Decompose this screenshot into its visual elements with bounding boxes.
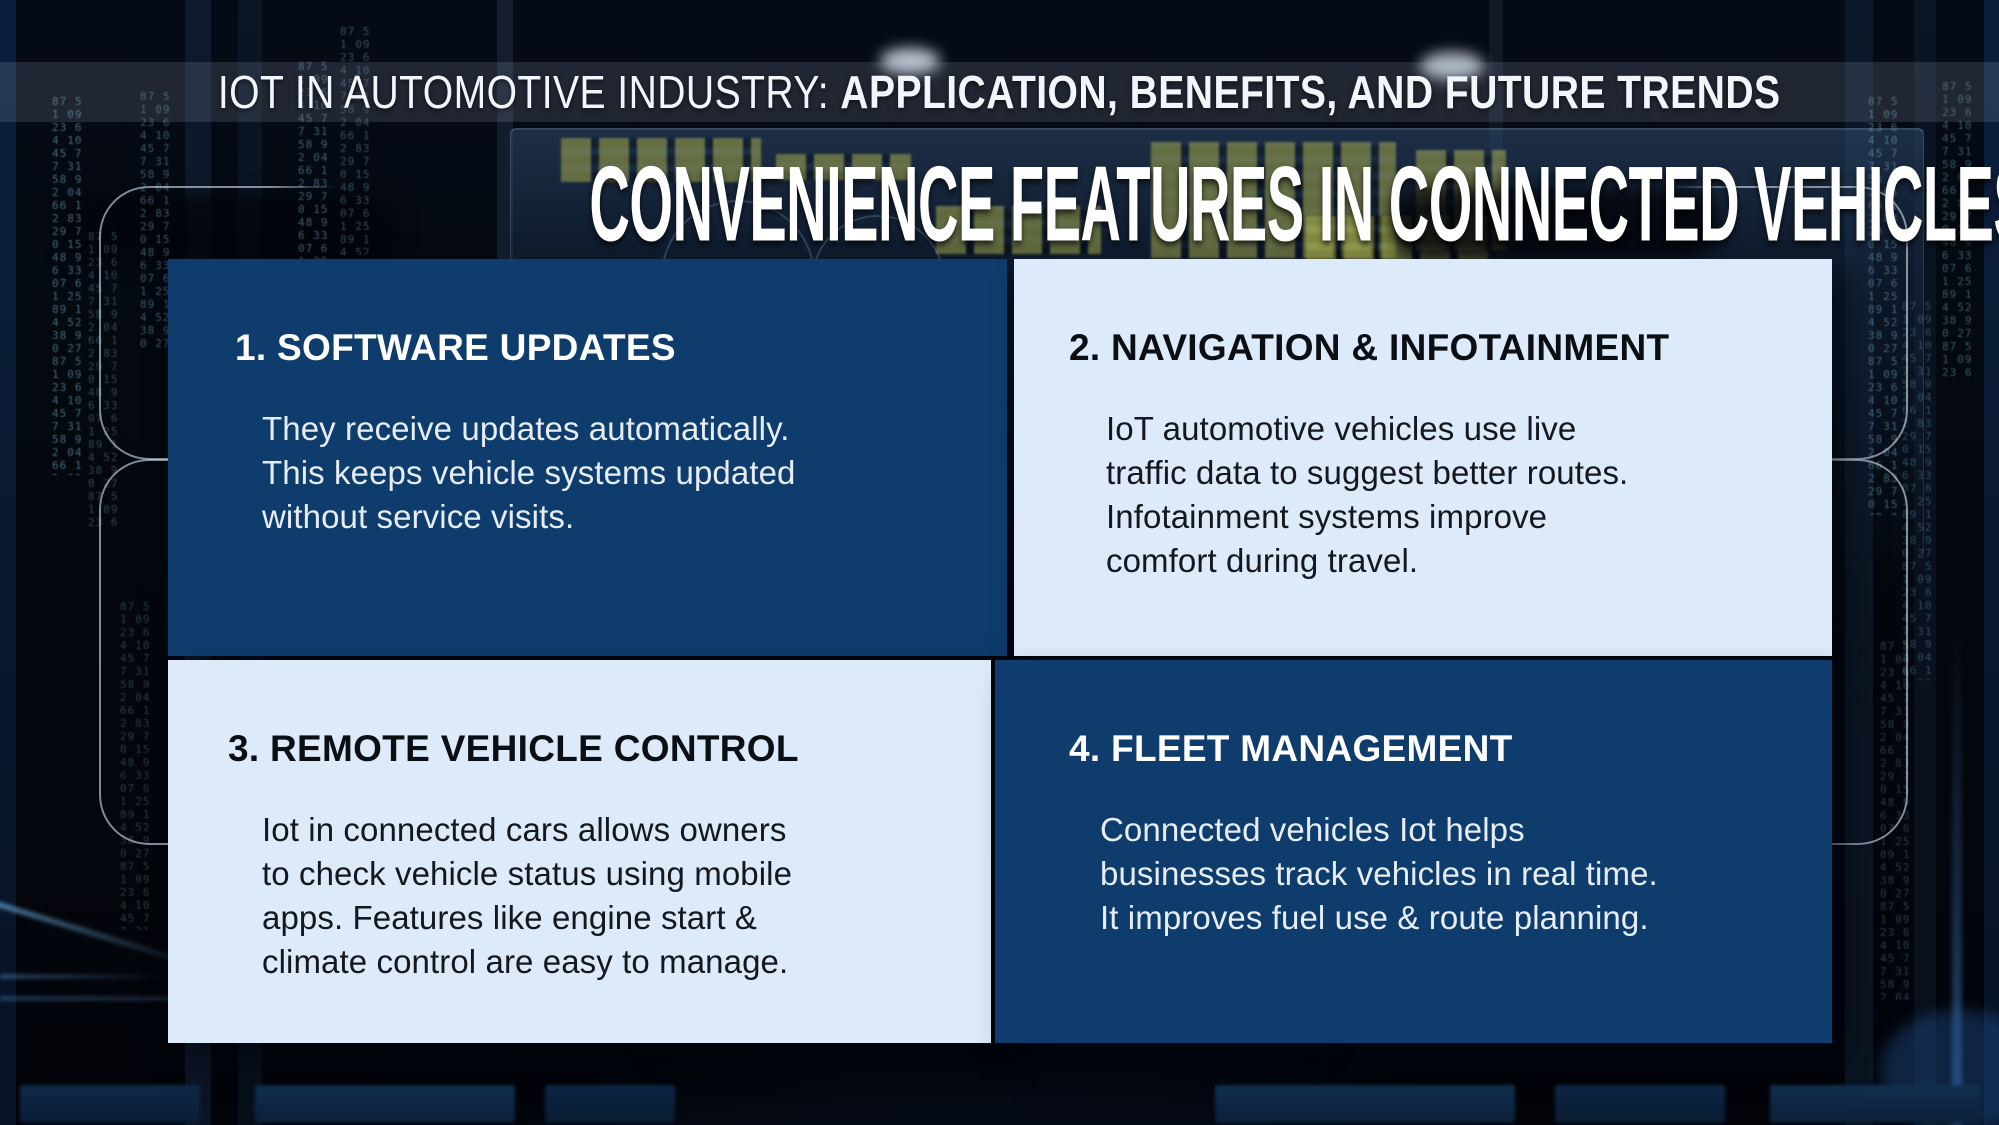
top-bar-title-prefix: IOT IN AUTOMOTIVE INDUSTRY:: [218, 66, 841, 118]
light-streak: [1952, 620, 1962, 1125]
top-bar: IOT IN AUTOMOTIVE INDUSTRY: APPLICATION,…: [0, 62, 1999, 122]
bottom-shape: [1770, 1085, 1980, 1123]
page-title-text: CONVENIENCE FEATURES IN CONNECTED VEHICL…: [589, 143, 1999, 264]
card-heading: 1. SOFTWARE UPDATES: [235, 327, 676, 368]
bottom-shape: [1555, 1085, 1725, 1123]
light-streak: [0, 897, 196, 968]
light-streak: [0, 975, 170, 978]
bottom-shape: [20, 1085, 200, 1123]
card-body: Iot in connected cars allows owners to c…: [262, 811, 793, 980]
bottom-shape: [255, 1085, 515, 1123]
top-bar-title: IOT IN AUTOMOTIVE INDUSTRY: APPLICATION,…: [218, 65, 1781, 119]
corner-glow: [1880, 1010, 1999, 1125]
card-body: They receive updates automatically. This…: [262, 410, 796, 535]
bottom-shape: [1215, 1085, 1515, 1123]
card-fleet-management: 4. FLEET MANAGEMENT Connected vehicles I…: [995, 660, 1832, 1043]
card-heading: 2. NAVIGATION & INFOTAINMENT: [1069, 327, 1670, 368]
card-heading: 4. FLEET MANAGEMENT: [1069, 728, 1513, 769]
top-bar-title-emphasis: APPLICATION, BENEFITS, AND FUTURE TRENDS: [840, 66, 1781, 118]
card-remote-vehicle-control: 3. REMOTE VEHICLE CONTROL Iot in connect…: [168, 660, 991, 1043]
page-title: CONVENIENCE FEATURES IN CONNECTED VEHICL…: [0, 150, 1999, 276]
card-body: Connected vehicles Iot helps businesses …: [1100, 811, 1658, 936]
card-body: IoT automotive vehicles use live traffic…: [1106, 410, 1629, 579]
card-heading: 3. REMOTE VEHICLE CONTROL: [228, 728, 799, 769]
card-navigation-infotainment: 2. NAVIGATION & INFOTAINMENT IoT automot…: [1014, 259, 1832, 656]
card-software-updates: 1. SOFTWARE UPDATES They receive updates…: [168, 259, 1007, 656]
bottom-shape: [545, 1085, 675, 1123]
